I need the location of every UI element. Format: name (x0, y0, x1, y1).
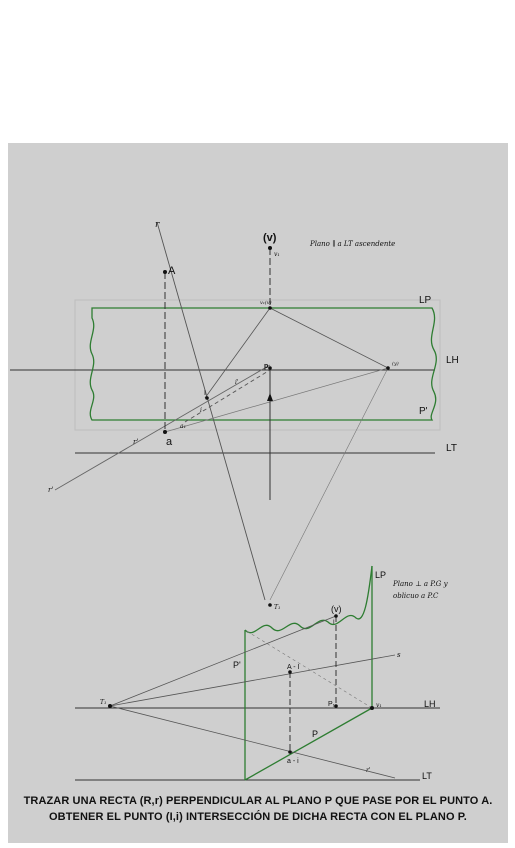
drawing-sheet (8, 143, 508, 843)
label-a: a (166, 436, 173, 448)
line-r-prime (54, 364, 271, 491)
label-P-prime-top: P' (419, 406, 428, 417)
label-LT-top: LT (446, 443, 457, 454)
label-LH-bottom: LH (424, 699, 436, 709)
point-a (163, 430, 167, 434)
label-AI: A - I (287, 664, 300, 671)
label-LP-top: LP (419, 295, 432, 306)
point-v1-bot (370, 706, 374, 710)
inner-frame (74, 299, 441, 431)
point-v-bot (334, 614, 338, 618)
label-v-paren: (v) (263, 232, 277, 244)
label-i-prime: i' (235, 379, 239, 386)
profile-dashed (184, 369, 271, 423)
label-LH-top: LH (446, 355, 459, 366)
point-p (268, 366, 272, 370)
label-r-bottom: r' (366, 767, 371, 774)
label-LT-bottom: LT (422, 771, 432, 781)
note-top: Plano ∥ a LT ascendente (309, 240, 395, 248)
label-v1-bottom: v₁ (376, 702, 382, 709)
label-a-sub: a₁ (180, 423, 186, 430)
arrow-head (267, 393, 273, 401)
label-v-bottom: (v) (331, 604, 342, 614)
point-P1 (334, 704, 338, 708)
point-v (268, 246, 272, 250)
line-T1-A (109, 654, 396, 707)
label-r: r (155, 220, 160, 230)
caption-line-1: TRAZAR UNA RECTA (R,r) PERPENDICULAR AL … (23, 795, 493, 807)
point-AI (288, 670, 292, 674)
point-A (163, 270, 167, 274)
label-r-far: r' (48, 486, 53, 494)
label-I: I (204, 390, 206, 397)
line-v1-dashed (244, 629, 373, 709)
caption-line-2: OBTENER EL PUNTO (I,i) INTERSECCIÓN DE D… (49, 811, 467, 823)
label-v1v: v₁(v) (260, 299, 272, 306)
profile-line-4 (269, 367, 389, 601)
label-T1-left: T₁ (100, 699, 106, 706)
line-r (156, 221, 266, 601)
note-bottom-2: oblicuo a P.C (393, 592, 439, 600)
label-r-prime: r' (133, 438, 138, 446)
point-T1-left (108, 704, 112, 708)
label-P-prime-bottom: P' (233, 660, 241, 670)
plane-trace (244, 707, 373, 781)
label-ai: a - i (287, 758, 299, 765)
note-bottom-1: Plano ⊥ a P.G y (392, 580, 449, 588)
profile-line-3 (164, 367, 389, 433)
line-T1-v (109, 615, 337, 707)
point-v1 (268, 306, 272, 310)
plane-p-band (89, 307, 437, 421)
plane-p-bottom-wavy (244, 565, 373, 634)
label-I-bottom: I (333, 620, 335, 626)
label-P-bottom: P (312, 729, 318, 739)
label-P1: P₁ (328, 701, 336, 708)
label-p: p (264, 363, 268, 370)
label-T1: T₁ (274, 604, 280, 611)
label-A: A (168, 265, 176, 277)
profile-line-2 (204, 307, 271, 399)
label-s: s (397, 651, 401, 659)
label-i: i (200, 407, 202, 414)
point-i (205, 396, 209, 400)
label-y: (y) (392, 360, 399, 367)
label-v-sub: v₁ (274, 251, 280, 258)
profile-line-1 (269, 307, 389, 369)
line-T1-a (109, 705, 396, 779)
label-LP-bottom: LP (375, 570, 386, 580)
point-ai (288, 750, 292, 754)
point-y (386, 366, 390, 370)
point-T1 (268, 603, 272, 607)
